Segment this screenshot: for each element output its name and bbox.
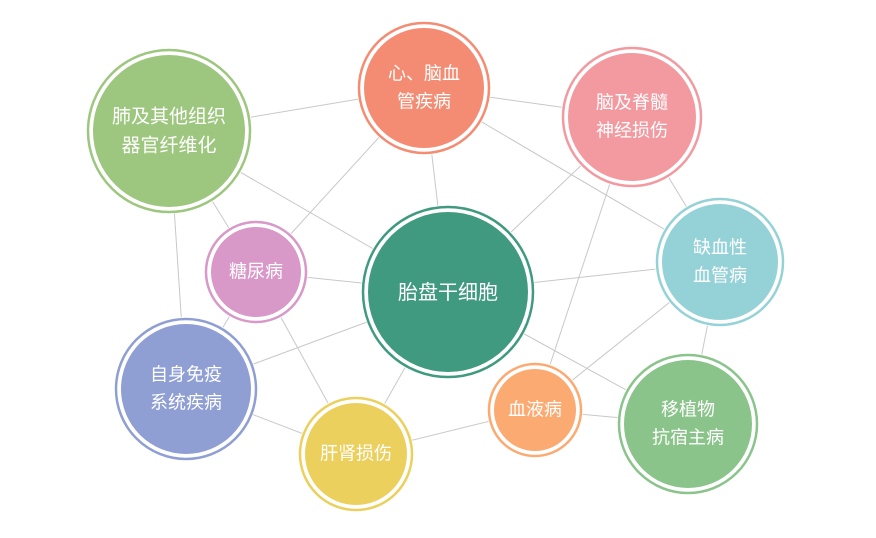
node-label: 抗宿主病 — [652, 427, 724, 448]
disease-nodes: 胎盘干细胞肺及其他组织器官纤维化心、脑血管疾病脑及脊髓神经损伤糖尿病缺血性血管病… — [86, 21, 785, 512]
node-label: 神经损伤 — [596, 120, 668, 141]
node-label: 脑及脊髓 — [596, 93, 668, 114]
node-fill — [662, 204, 778, 320]
node-fill — [211, 227, 301, 317]
node-blood: 血液病 — [487, 362, 583, 458]
node-fill — [364, 28, 484, 148]
node-ring — [204, 220, 308, 324]
node-ring — [357, 21, 491, 155]
node-label: 肺及其他组织 — [112, 105, 226, 127]
node-fill — [93, 55, 245, 207]
node-label: 血液病 — [508, 400, 562, 421]
node-center: 胎盘干细胞 — [361, 205, 535, 379]
node-fill — [494, 369, 576, 451]
node-diabetes: 糖尿病 — [204, 220, 308, 324]
node-label: 心、脑血 — [388, 64, 460, 85]
node-ring — [114, 317, 258, 461]
node-label: 缺血性 — [693, 238, 747, 259]
node-liver: 肝肾损伤 — [298, 396, 414, 512]
node-label: 器官纤维化 — [121, 135, 216, 157]
node-label: 肝肾损伤 — [320, 444, 392, 465]
node-fill — [624, 360, 752, 488]
node-ring — [361, 205, 535, 379]
node-label: 系统疾病 — [150, 392, 222, 413]
node-ring — [617, 353, 759, 495]
node-ring — [561, 46, 703, 188]
node-fill — [368, 212, 528, 372]
node-label: 胎盘干细胞 — [398, 280, 498, 304]
node-ring — [487, 362, 583, 458]
node-label: 管疾病 — [397, 91, 451, 112]
node-label: 血管病 — [693, 265, 747, 286]
node-ring — [86, 48, 252, 214]
node-label: 自身免疫 — [150, 365, 222, 386]
node-ring — [298, 396, 414, 512]
node-fill — [121, 324, 251, 454]
node-ring — [655, 197, 785, 327]
node-fill — [568, 53, 696, 181]
node-label: 糖尿病 — [229, 262, 283, 283]
node-fill — [305, 403, 407, 505]
node-label: 移植物 — [661, 400, 715, 421]
